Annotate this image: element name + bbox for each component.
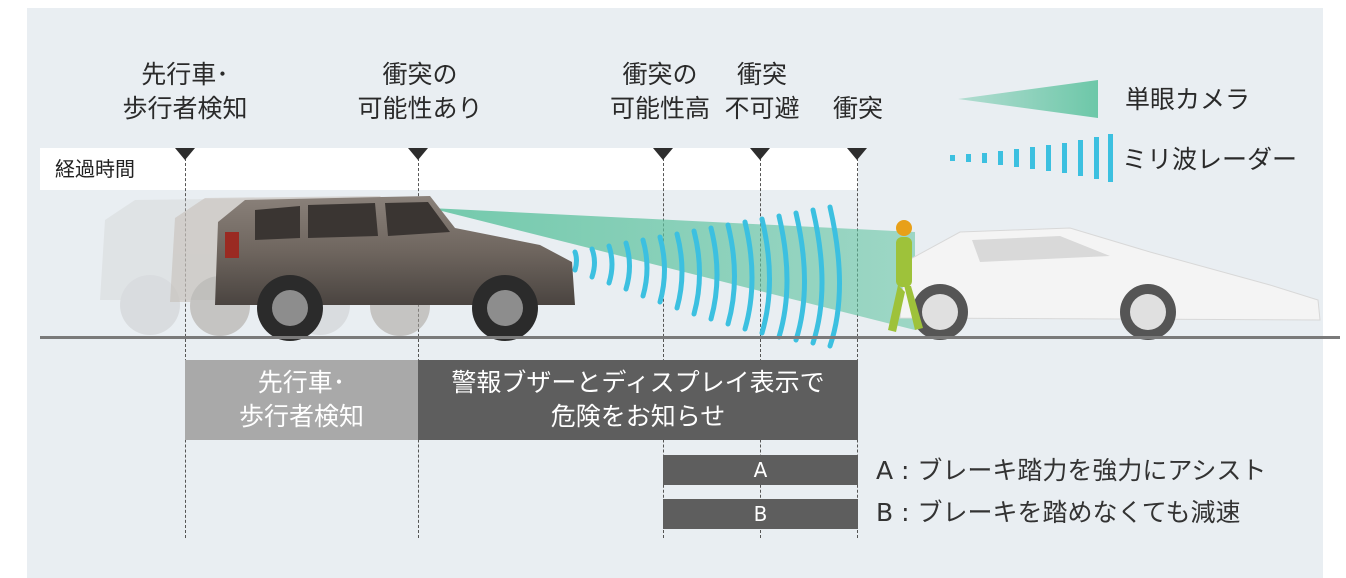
timeline-line-possible bbox=[418, 158, 419, 538]
phase-a-label: A bbox=[753, 458, 768, 482]
phase-warning-box: 警報ブザーとディスプレイ表示で 危険をお知らせ bbox=[418, 360, 858, 440]
ground-line bbox=[40, 336, 1340, 339]
event-label-high: 衝突の 可能性高 bbox=[609, 60, 710, 123]
elapsed-time-label: 経過時間 bbox=[55, 157, 135, 181]
event-label-possible: 衝突の 可能性あり bbox=[357, 60, 483, 123]
phase-detect-label: 先行車･ 歩行者検知 bbox=[238, 368, 364, 431]
phase-detect-box: 先行車･ 歩行者検知 bbox=[185, 360, 418, 440]
phase-b-label: B bbox=[753, 502, 768, 526]
timeline-line-unavoidable bbox=[760, 158, 761, 538]
timeline-line-detect bbox=[185, 158, 186, 538]
marker-detect bbox=[175, 148, 195, 160]
note-a: A : ブレーキ踏力を強力にアシスト bbox=[876, 456, 1267, 485]
timeline-line-collision bbox=[857, 158, 858, 538]
event-label-unavoidable: 衝突 不可避 bbox=[724, 60, 800, 123]
camera-beam bbox=[430, 208, 915, 330]
marker-possible bbox=[408, 148, 428, 160]
note-b: B : ブレーキを踏めなくても減速 bbox=[876, 498, 1241, 527]
phase-b-bar: B bbox=[663, 499, 858, 529]
radar-legend-icon bbox=[950, 134, 1113, 182]
phase-a-bar: A bbox=[663, 455, 858, 485]
phase-warning-label: 警報ブザーとディスプレイ表示で 危険をお知らせ bbox=[451, 368, 825, 431]
camera-legend-label: 単眼カメラ bbox=[1125, 85, 1251, 114]
white-car bbox=[899, 227, 1321, 340]
marker-unavoidable bbox=[750, 148, 770, 160]
marker-collision bbox=[847, 148, 867, 160]
pedestrian bbox=[888, 220, 923, 332]
radar-beam bbox=[572, 204, 842, 349]
radar-legend-label: ミリ波レーダー bbox=[1122, 145, 1298, 174]
event-label-detect: 先行車･ 歩行者検知 bbox=[122, 60, 248, 123]
marker-high bbox=[653, 148, 673, 160]
main-suv bbox=[215, 196, 575, 341]
timeline-line-high bbox=[663, 158, 664, 538]
event-label-collision: 衝突 bbox=[832, 94, 883, 123]
camera-legend-icon bbox=[958, 80, 1098, 118]
